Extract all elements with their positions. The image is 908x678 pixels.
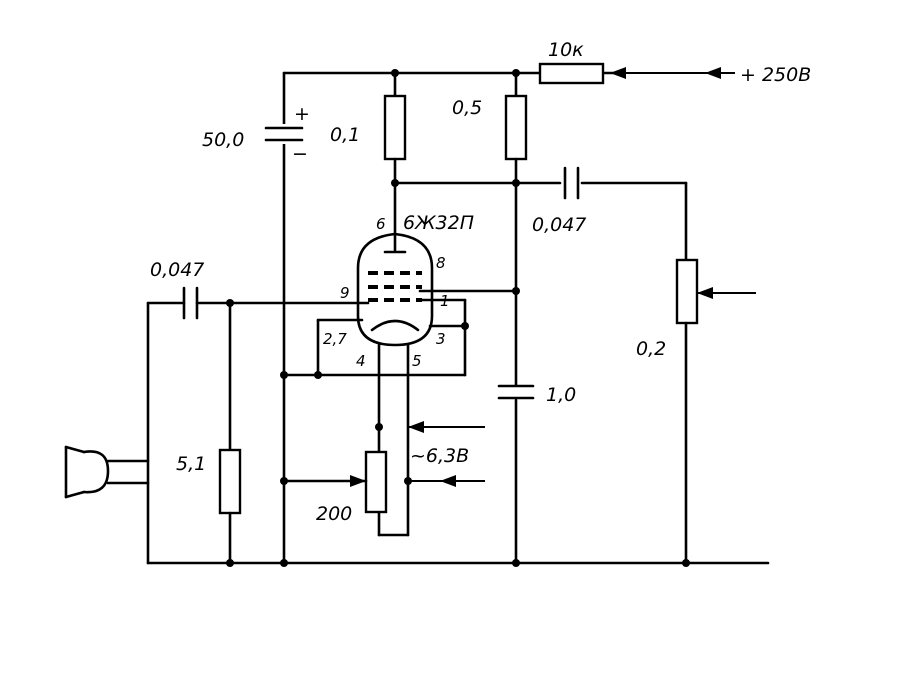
pin-6: 6 xyxy=(376,215,386,233)
capacitor-input xyxy=(182,286,199,320)
label-tube: 6Ж32П xyxy=(403,212,474,234)
capacitor-1 xyxy=(497,384,535,400)
label-pot-out: 0,2 xyxy=(636,338,666,360)
tube-6j32p xyxy=(356,232,434,347)
label-c50: 50,0 xyxy=(202,129,244,151)
capacitor-50 xyxy=(264,124,304,144)
label-supply: + 250В xyxy=(740,64,811,86)
pin-5: 5 xyxy=(412,352,422,370)
supply-rail xyxy=(282,67,735,79)
label-c50-plus: + xyxy=(294,103,310,125)
potentiometer-0-2 xyxy=(675,258,699,325)
resistor-0-5 xyxy=(504,94,528,161)
label-c1: 1,0 xyxy=(546,384,576,406)
label-heater: ~6,3В xyxy=(410,445,469,467)
junction-dots xyxy=(226,69,690,567)
label-r05: 0,5 xyxy=(452,97,482,119)
label-c-out: 0,047 xyxy=(532,214,586,236)
label-10k: 10к xyxy=(548,39,584,61)
pin-9: 9 xyxy=(340,284,350,302)
resistor-10k xyxy=(538,62,605,85)
pot-out-wiper-arrow xyxy=(697,287,756,299)
microphone-icon xyxy=(64,445,150,499)
heater-arrows xyxy=(408,421,485,487)
label-r27: 2,7 xyxy=(323,330,347,348)
pin-4: 4 xyxy=(356,352,366,370)
pin-3: 3 xyxy=(436,330,446,348)
label-c50-minus: − xyxy=(292,143,308,165)
resistor-5-1 xyxy=(218,448,242,515)
pot200-arrow xyxy=(350,475,366,487)
label-r01: 0,1 xyxy=(330,124,360,146)
capacitor-output xyxy=(563,166,580,200)
label-r51: 5,1 xyxy=(176,453,206,475)
potentiometer-200 xyxy=(364,450,388,514)
label-c-in: 0,047 xyxy=(150,259,204,281)
resistor-0-1 xyxy=(383,94,407,161)
label-pot-200: 200 xyxy=(316,503,352,525)
pin-8: 8 xyxy=(436,254,446,272)
